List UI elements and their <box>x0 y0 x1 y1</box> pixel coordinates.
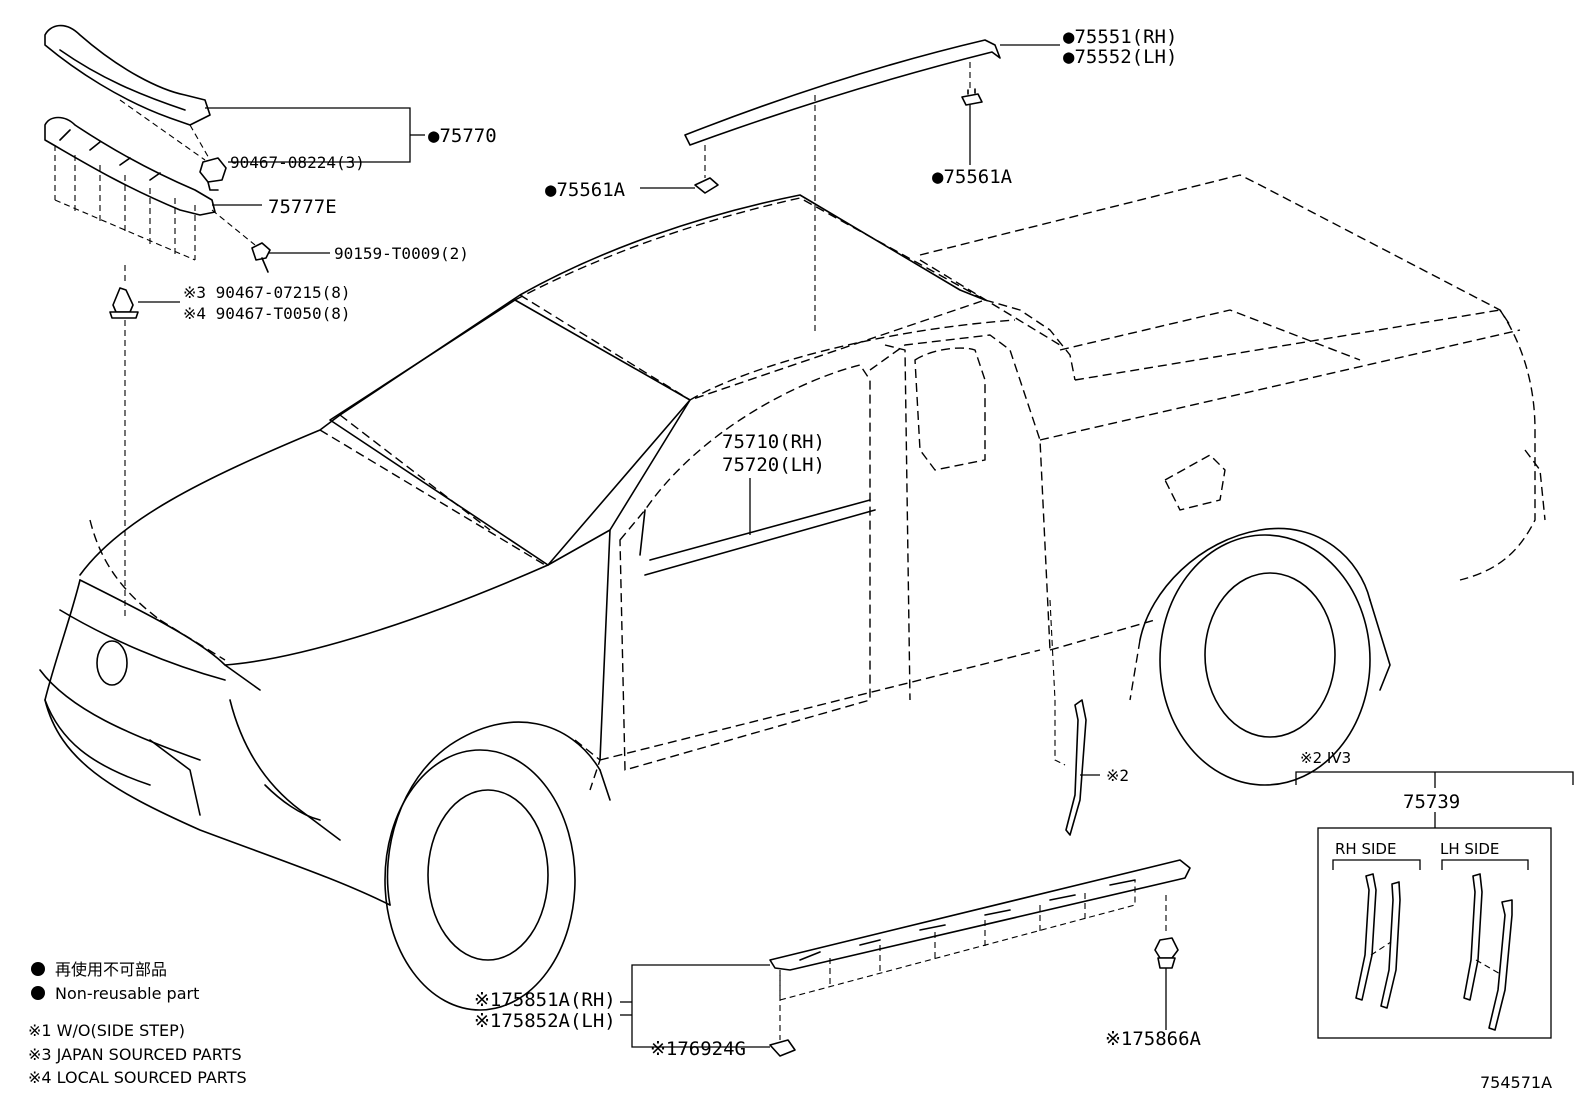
label-75710: 75710(RH) <box>722 431 825 453</box>
weatherstrip-part <box>1049 599 1087 836</box>
inset-lh-side: LH SIDE <box>1440 840 1499 858</box>
inset-strip-lh-1 <box>1463 873 1483 1001</box>
inset-frame <box>1317 827 1552 1039</box>
clip-part-08224 <box>199 157 227 191</box>
inset-part-number: 75739 <box>1403 791 1460 813</box>
legend: 再使用不可部品 Non-reusable part ※1 W/O(SIDE ST… <box>28 960 247 1087</box>
label-90467-07215: ※3 90467-07215(8) <box>183 283 351 302</box>
label-75720: 75720(LH) <box>722 454 825 476</box>
label-90159: 90159-T0009(2) <box>334 244 469 263</box>
legend-note-3: ※3 JAPAN SOURCED PARTS <box>28 1045 242 1064</box>
label-75552: ●75552(LH) <box>1063 46 1177 68</box>
inset-strip-rh-2 <box>1380 881 1401 1009</box>
label-75851a: ※175851A(RH) <box>474 989 616 1011</box>
legend-bullet-icon <box>31 986 45 1000</box>
screw-part-90159 <box>211 209 271 273</box>
clip-part-76924g <box>769 1039 796 1057</box>
label-75777e: 75777E <box>268 196 337 218</box>
clip-part-75561a-left <box>694 177 719 194</box>
inset-strip-lh-2 <box>1488 899 1513 1031</box>
retainer-part-75777e <box>44 116 216 261</box>
clip-part-07215 <box>109 265 139 620</box>
label-90467-08224: 90467-08224(3) <box>230 153 365 172</box>
inset-header: ※2 IV3 <box>1300 749 1351 767</box>
label-75561a-left: ●75561A <box>545 179 626 201</box>
hood-protector-part <box>44 24 211 161</box>
rocker-moulding-part <box>769 859 1191 1040</box>
label-75561a-right: ●75561A <box>932 166 1013 188</box>
legend-note-1: ※1 W/O(SIDE STEP) <box>28 1021 185 1040</box>
legend-note-4: ※4 LOCAL SOURCED PARTS <box>28 1068 247 1087</box>
label-76924g: ※176924G <box>650 1038 746 1060</box>
legend-bullet-icon <box>31 962 45 976</box>
label-75551: ●75551(RH) <box>1063 26 1177 48</box>
diagram-id: 754571A <box>1480 1073 1552 1092</box>
clip-part-75561a-right <box>961 88 983 106</box>
leader-lines <box>138 44 1167 1048</box>
roof-moulding-part <box>684 39 1001 335</box>
label-75866a: ※175866A <box>1105 1028 1202 1050</box>
inset-75739: ※2 IV3 75739 RH SIDE LH SIDE <box>1295 749 1574 1039</box>
truck-illustration <box>39 174 1546 1011</box>
label-90467-t0050: ※4 90467-T0050(8) <box>183 304 351 323</box>
legend-jp: 再使用不可部品 <box>55 960 167 979</box>
inset-strip-rh-1 <box>1355 873 1377 1001</box>
legend-en: Non-reusable part <box>55 984 199 1003</box>
label-75852a: ※175852A(LH) <box>474 1010 616 1032</box>
inset-rh-side: RH SIDE <box>1335 840 1396 858</box>
label-note-2: ※2 <box>1106 766 1129 785</box>
label-75770: ●75770 <box>428 125 497 147</box>
clip-part-75866a <box>1154 895 1179 969</box>
